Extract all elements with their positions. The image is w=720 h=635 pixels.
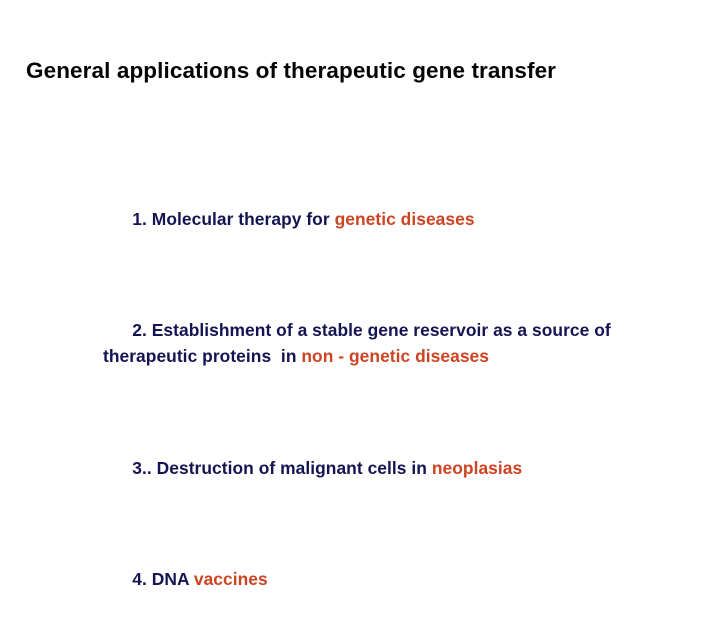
- list-item-highlight: genetic diseases: [334, 208, 475, 229]
- list-item-lead: 1. Molecular therapy for: [132, 208, 335, 229]
- list-item-lead: 4. DNA: [132, 568, 194, 589]
- list-item: 3.. Destruction of malignant cells in ne…: [77, 431, 677, 508]
- list-item-highlight: neoplasias: [431, 458, 523, 479]
- list-item-lead: 3.. Destruction of malignant cells in: [132, 458, 432, 479]
- slide-canvas: General applications of therapeutic gene…: [26, 58, 611, 589]
- list-item: 4. DNA vaccines: [77, 541, 677, 618]
- page-title: General applications of therapeutic gene…: [26, 58, 557, 84]
- list-item: 1. Molecular therapy for genetic disease…: [77, 181, 677, 258]
- list-item-highlight: vaccines: [193, 568, 268, 589]
- list-item: 2. Establishment of a stable gene reserv…: [77, 293, 677, 395]
- bullet-list: 1. Molecular therapy for genetic disease…: [77, 164, 677, 635]
- list-item-highlight: non - genetic diseases: [301, 345, 489, 366]
- list-item-lead: 2. Establishment of a stable gene reserv…: [103, 320, 616, 366]
